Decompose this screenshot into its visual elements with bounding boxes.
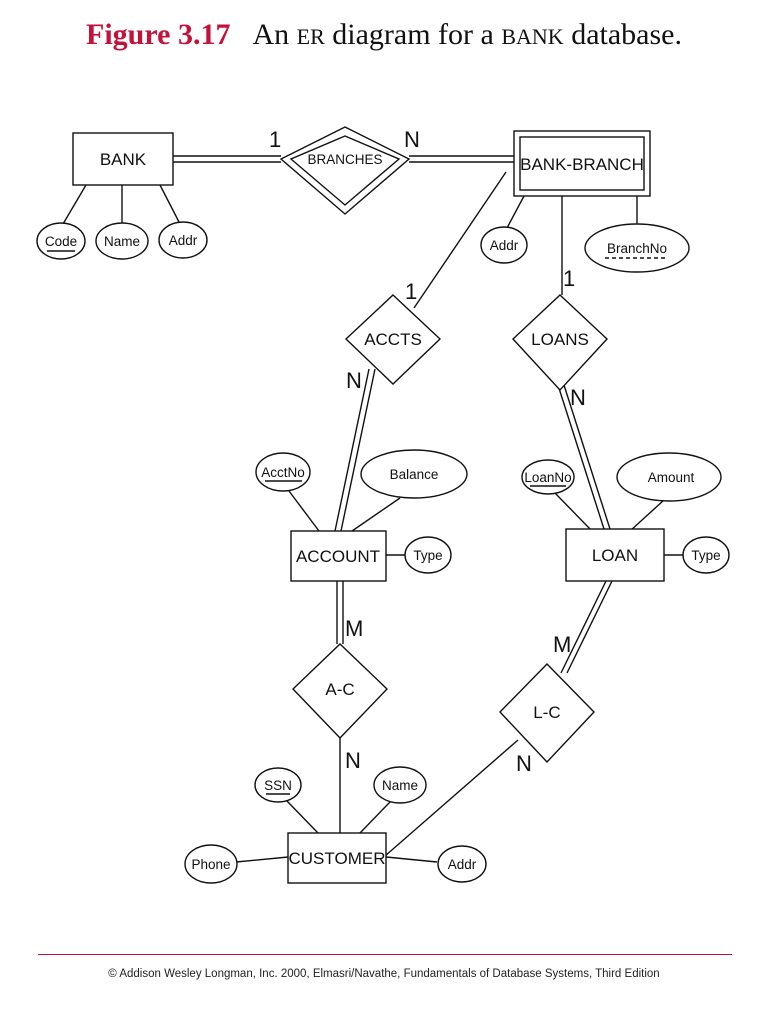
- attribute-bank-addr-label: Addr: [169, 233, 198, 248]
- title-bank: BANK: [501, 24, 564, 49]
- relationship-l-c-label: L-C: [533, 703, 560, 722]
- relationship-a-c: A-C: [292, 643, 388, 740]
- attribute-bank-code-label: Code: [45, 234, 77, 249]
- title-er: ER: [296, 24, 325, 49]
- attribute-branch-addr: Addr: [480, 226, 528, 264]
- cardinality-lc-customer: N: [516, 751, 532, 776]
- attribute-acct-no: AcctNo: [255, 452, 311, 492]
- attribute-amount-label: Amount: [648, 470, 695, 485]
- title-text-1: An: [252, 18, 297, 51]
- entity-bank-branch-label: BANK-BRANCH: [520, 155, 644, 174]
- attribute-balance: Balance: [360, 449, 468, 499]
- attribute-account-type-label: Type: [413, 548, 442, 563]
- edge-lc-customer: [384, 739, 519, 857]
- figure-title: Figure 3.17 An ER diagram for a BANK data…: [0, 18, 768, 52]
- attribute-customer-addr: Addr: [437, 845, 487, 883]
- attribute-amount: Amount: [616, 452, 722, 502]
- cardinality-branches-branch: N: [404, 127, 420, 152]
- relationship-accts: ACCTS: [344, 294, 442, 385]
- relationship-branches-label: BRANCHES: [307, 152, 382, 167]
- entity-bank-branch: BANK-BRANCH: [513, 130, 651, 197]
- attribute-loan-no-label: LoanNo: [524, 470, 571, 485]
- attribute-customer-name: Name: [373, 766, 427, 804]
- attribute-account-type: Type: [404, 536, 452, 574]
- cardinality-lc-loan: M: [553, 632, 571, 657]
- attribute-branch-no-label: BranchNo: [607, 241, 667, 256]
- cardinality-loans-loan: N: [570, 385, 586, 410]
- entity-account-label: ACCOUNT: [296, 547, 380, 566]
- attribute-branch-no: BranchNo: [584, 223, 690, 273]
- entity-account: ACCOUNT: [290, 530, 387, 582]
- entity-bank: BANK: [72, 132, 174, 186]
- attribute-bank-name-label: Name: [104, 234, 140, 249]
- edge-customer-addr: [385, 856, 438, 863]
- title-text-3: database.: [563, 18, 682, 51]
- footer-divider: [38, 954, 732, 955]
- edge-bank-addr: [159, 184, 180, 223]
- attribute-ssn-label: SSN: [264, 778, 292, 793]
- entity-customer-label: CUSTOMER: [289, 849, 386, 868]
- edge-accts-account-2: [340, 368, 376, 532]
- cardinality-accts-branch: 1: [405, 279, 417, 304]
- connectors: [62, 155, 683, 863]
- edge-accts-account-1: [334, 368, 370, 532]
- attribute-phone: Phone: [184, 844, 238, 884]
- entity-customer: CUSTOMER: [287, 832, 387, 884]
- cardinality-labels: 1 N 1 N 1 N M N M N: [269, 127, 586, 776]
- edge-loans-loan-2: [562, 381, 611, 530]
- attribute-ssn: SSN: [254, 767, 302, 803]
- edge-customer-ssn: [285, 799, 319, 834]
- cardinality-ac-customer: N: [345, 748, 361, 773]
- edge-branch-addr: [506, 195, 525, 229]
- attribute-customer-name-label: Name: [382, 778, 418, 793]
- attribute-balance-label: Balance: [390, 467, 439, 482]
- attribute-acct-no-label: AcctNo: [261, 465, 305, 480]
- relationship-accts-label: ACCTS: [364, 330, 422, 349]
- attribute-bank-addr: Addr: [158, 221, 208, 259]
- edge-bank-code: [62, 184, 87, 225]
- cardinality-branches-bank: 1: [269, 127, 281, 152]
- relationship-loans: LOANS: [512, 294, 608, 392]
- attribute-customer-addr-label: Addr: [448, 857, 477, 872]
- relationship-l-c: L-C: [499, 662, 595, 764]
- attribute-loan-type: Type: [682, 536, 730, 574]
- attribute-bank-code: Code: [36, 222, 86, 260]
- edge-loan-loanno: [553, 491, 593, 532]
- cardinality-loans-branch: 1: [563, 266, 575, 291]
- edge-branch-accts: [413, 171, 507, 309]
- attribute-bank-name: Name: [95, 222, 149, 260]
- edge-customer-name: [359, 801, 391, 834]
- copyright-footer: © Addison Wesley Longman, Inc. 2000, Elm…: [108, 968, 660, 980]
- attribute-loan-no: LoanNo: [521, 459, 575, 495]
- entity-loan: LOAN: [565, 528, 665, 582]
- edge-account-acctno: [288, 490, 320, 532]
- relationship-branches: BRANCHES: [279, 126, 411, 215]
- relationship-a-c-label: A-C: [325, 680, 354, 699]
- edge-loans-loan-1: [556, 381, 605, 530]
- attribute-phone-label: Phone: [191, 857, 230, 872]
- edge-loan-lc-2: [566, 580, 613, 674]
- edge-loan-amount: [629, 499, 665, 532]
- attribute-branch-addr-label: Addr: [490, 238, 519, 253]
- edge-account-balance: [351, 497, 401, 532]
- entity-bank-label: BANK: [100, 150, 147, 169]
- relationship-loans-label: LOANS: [531, 330, 589, 349]
- figure-number: Figure 3.17: [86, 18, 231, 51]
- edge-loan-lc-1: [560, 580, 607, 674]
- attribute-loan-type-label: Type: [691, 548, 720, 563]
- edge-customer-phone: [235, 856, 289, 863]
- cardinality-accts-account: N: [346, 368, 362, 393]
- cardinality-ac-account: M: [345, 616, 363, 641]
- title-text-2: diagram for a: [324, 18, 502, 51]
- entity-loan-label: LOAN: [592, 546, 638, 565]
